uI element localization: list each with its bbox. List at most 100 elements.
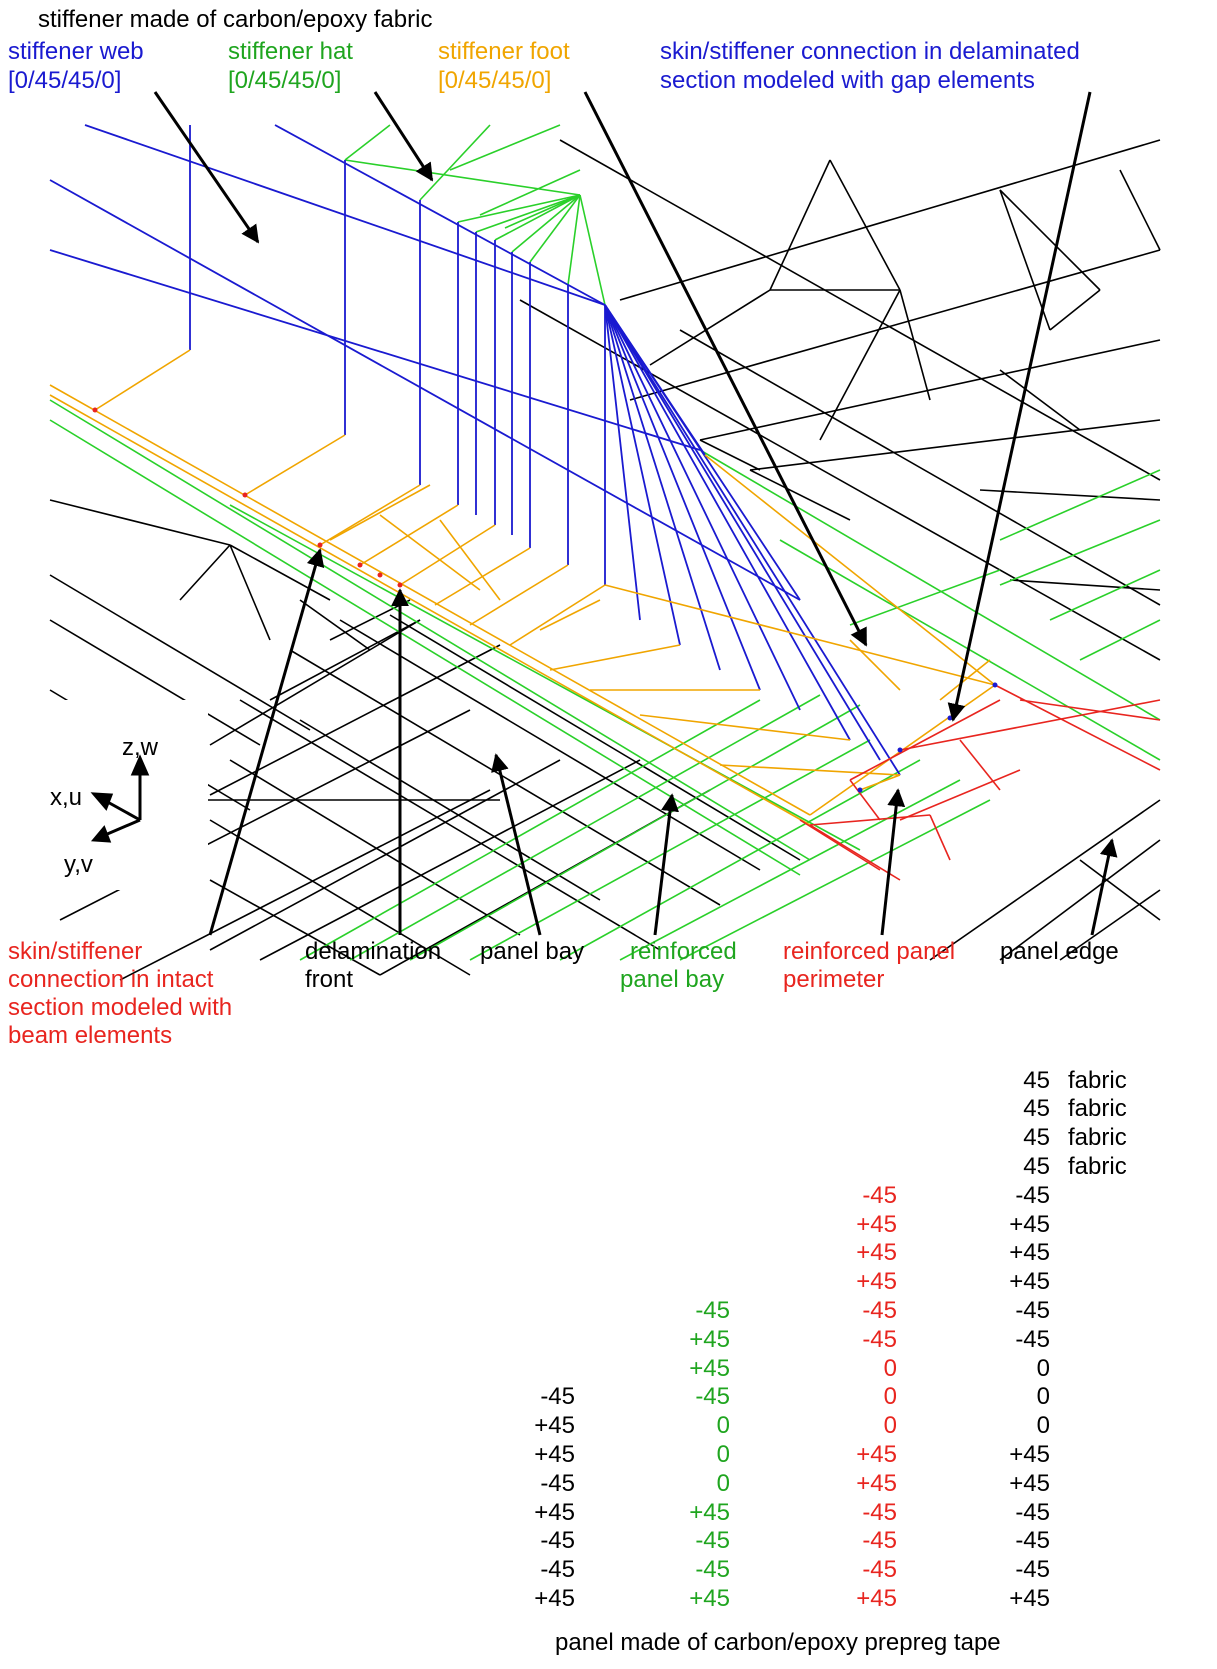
reinforced-perimeter-mesh — [799, 684, 1161, 881]
axis-y-label: y,v — [64, 851, 93, 878]
arrow-hat — [373, 91, 434, 182]
panel-bay-ply: -45 — [540, 1469, 575, 1497]
edge-ply: +45 — [1009, 1239, 1050, 1267]
perimeter-ply: -45 — [862, 1527, 897, 1555]
stiffener-foot-label: stiffener foot — [438, 38, 570, 65]
arrow-rper — [880, 788, 906, 936]
coordinate-axes — [90, 754, 150, 843]
arrow-rbay — [653, 793, 679, 936]
fabric-ply-label: fabric — [1068, 1066, 1127, 1094]
reinforced-bay-ply: -45 — [695, 1297, 730, 1324]
perimeter-ply: 0 — [883, 1383, 897, 1411]
stiffener-hat-mesh — [344, 124, 606, 306]
edge-ply: 45 — [1023, 1153, 1050, 1180]
gap-elements-markers — [857, 682, 998, 793]
beam-connection-label-line4: beam elements — [8, 1022, 173, 1049]
stiffener-hat-layup: [0/45/45/0] — [228, 67, 342, 94]
reinforced-bay-label: reinforced — [630, 938, 737, 965]
reinforced-bay-ply: +45 — [689, 1498, 730, 1526]
perimeter-ply: -45 — [862, 1498, 897, 1526]
edge-ply: -45 — [1015, 1556, 1050, 1584]
panel-edge-label: panel edge — [1000, 938, 1119, 965]
reinforced-bay-ply: 0 — [716, 1441, 730, 1468]
edge-ply: -45 — [1015, 1325, 1050, 1353]
edge-ply: +45 — [1009, 1469, 1050, 1497]
panel-bay-ply: -45 — [540, 1527, 575, 1555]
arrow-web — [153, 91, 260, 244]
panel-bay-ply: +45 — [534, 1585, 575, 1612]
perimeter-ply: -45 — [862, 1181, 897, 1209]
axis-background — [48, 700, 208, 890]
perimeter-ply: +45 — [856, 1210, 897, 1238]
arrow-bay — [491, 753, 542, 936]
edge-ply: -45 — [1015, 1527, 1050, 1555]
stiffener-foot-layup: [0/45/45/0] — [438, 67, 552, 94]
edge-ply: 0 — [1036, 1412, 1050, 1440]
stiffener-hat-label: stiffener hat — [228, 38, 353, 65]
fabric-ply-label: fabric — [1068, 1095, 1127, 1123]
perimeter-ply: +45 — [856, 1469, 897, 1497]
perimeter-ply: 0 — [883, 1412, 897, 1440]
beam-elements-markers — [92, 407, 403, 588]
axis-x-label: x,u — [50, 784, 83, 811]
reinforced-bay-ply: -45 — [695, 1383, 730, 1411]
edge-ply: 0 — [1036, 1383, 1050, 1411]
edge-ply: +45 — [1009, 1585, 1050, 1612]
reinforced-bay-ply: +45 — [689, 1585, 730, 1612]
beam-connection-label: skin/stiffener — [8, 938, 143, 965]
perimeter-ply: -45 — [862, 1556, 897, 1584]
perimeter-ply: +45 — [856, 1441, 897, 1468]
edge-ply: -45 — [1015, 1297, 1050, 1324]
edge-ply: -45 — [1015, 1498, 1050, 1526]
edge-ply: -45 — [1015, 1181, 1050, 1209]
delamination-front-label: delamination — [305, 938, 442, 965]
panel-bay-ply: -45 — [540, 1383, 575, 1411]
stiffener-material-title: stiffener made of carbon/epoxy fabric — [38, 6, 433, 33]
reinforced-bay-ply: -45 — [695, 1527, 730, 1555]
perimeter-ply: 0 — [883, 1354, 897, 1382]
delamination-front-label-line2: front — [305, 966, 354, 993]
panel-bay-ply: +45 — [534, 1498, 575, 1526]
arrow-foot — [583, 91, 868, 647]
perimeter-ply: +45 — [856, 1239, 897, 1267]
edge-ply: +45 — [1009, 1210, 1050, 1238]
perimeter-ply: -45 — [862, 1297, 897, 1324]
annotation-arrows — [153, 91, 1118, 936]
arrow-gap — [947, 91, 1092, 722]
panel-material-title: panel made of carbon/epoxy prepreg tape — [555, 1629, 1001, 1656]
edge-ply: 45 — [1023, 1124, 1050, 1152]
edge-ply: +45 — [1009, 1268, 1050, 1296]
stiffener-web-layup: [0/45/45/0] — [8, 67, 122, 94]
arrow-beam — [208, 548, 325, 936]
reinforced-bay-ply: -45 — [695, 1556, 730, 1584]
reinforced-bay-ply: +45 — [689, 1325, 730, 1353]
beam-connection-label-line3: section modeled with — [8, 994, 233, 1021]
reinforced-bay-label-line2: panel bay — [620, 966, 725, 993]
reinforced-perimeter-label-line2: perimeter — [783, 966, 885, 993]
perimeter-ply: -45 — [862, 1325, 897, 1353]
panel-bay-ply: +45 — [534, 1412, 575, 1440]
gap-connection-label-line2: section modeled with gap elements — [660, 67, 1035, 94]
reinforced-bay-ply: +45 — [689, 1354, 730, 1382]
fabric-ply-label: fabric — [1068, 1153, 1127, 1180]
panel-bay-label: panel bay — [480, 938, 585, 965]
beam-connection-label-line2: connection in intact — [8, 966, 214, 993]
finite-element-mesh — [48, 91, 1161, 981]
stiffener-web-label: stiffener web — [8, 38, 144, 65]
panel-bay-ply: -45 — [540, 1556, 575, 1584]
panel-bay-mesh — [49, 139, 1161, 981]
stiffener-foot-mesh — [49, 349, 996, 826]
axis-z-label: z,w — [122, 734, 158, 761]
perimeter-ply: +45 — [856, 1268, 897, 1296]
panel-bay-ply: +45 — [534, 1441, 575, 1468]
reinforced-bay-ply: 0 — [716, 1412, 730, 1440]
arrow-edge — [1090, 838, 1118, 936]
edge-ply: 45 — [1023, 1095, 1050, 1123]
edge-ply: +45 — [1009, 1441, 1050, 1468]
fabric-ply-label: fabric — [1068, 1124, 1127, 1152]
gap-connection-label: skin/stiffener connection in delaminated — [660, 38, 1080, 65]
perimeter-ply: +45 — [856, 1585, 897, 1612]
edge-ply: 45 — [1023, 1066, 1050, 1094]
reinforced-bay-ply: 0 — [716, 1469, 730, 1497]
edge-ply: 0 — [1036, 1354, 1050, 1382]
